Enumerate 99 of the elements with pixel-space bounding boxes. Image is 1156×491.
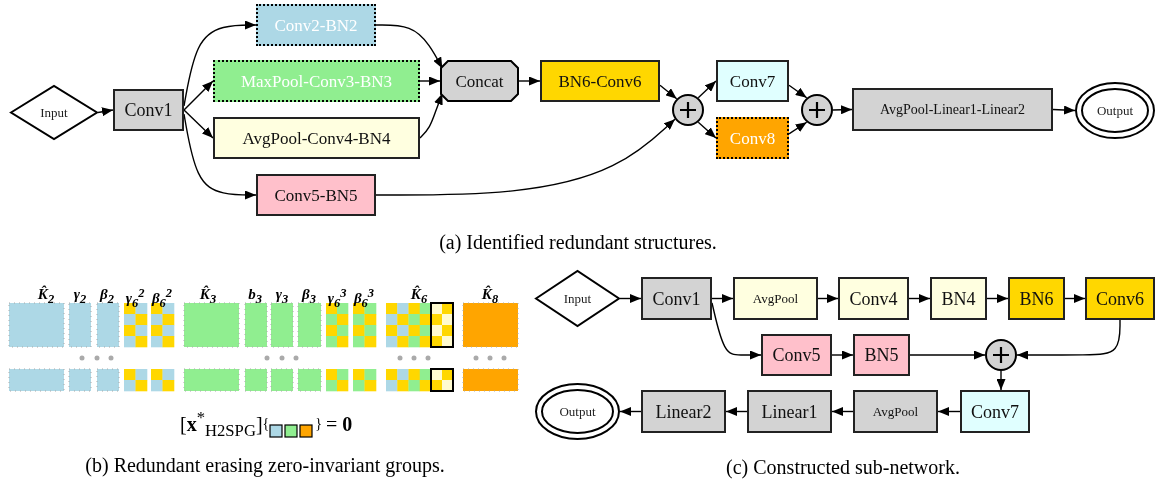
node-label: BN6 xyxy=(1019,289,1054,308)
layer-box xyxy=(213,117,420,159)
node-label: Conv2-BN2 xyxy=(274,16,358,34)
arrow xyxy=(1064,294,1086,303)
formula: = 0 xyxy=(326,412,353,436)
node-label: BN5 xyxy=(864,346,899,364)
layer-box xyxy=(1085,277,1155,320)
math-symbol: K̂$_{6}$ xyxy=(410,287,428,306)
arrow xyxy=(375,118,676,196)
layer-box xyxy=(930,277,987,320)
layer-box xyxy=(213,60,420,102)
layer-box xyxy=(113,89,184,131)
layer-box xyxy=(716,60,789,102)
math-symbol: K̂$_{8}$ xyxy=(481,287,499,306)
node-label: AvgPool xyxy=(872,405,919,418)
arrow xyxy=(908,294,931,303)
node-label: Output xyxy=(559,405,596,418)
arrow xyxy=(97,107,114,117)
output-ellipse xyxy=(535,383,620,440)
arrow xyxy=(697,121,717,139)
arrow xyxy=(697,80,717,99)
input-diamond xyxy=(10,85,98,140)
node-label: AvgPool-Linear1-Linear2 xyxy=(879,102,1026,117)
arrow xyxy=(619,294,642,303)
node-label: Conv8 xyxy=(729,129,776,147)
layer-box xyxy=(256,4,376,46)
node-label: AvgPool xyxy=(752,292,799,305)
arrow xyxy=(788,121,808,135)
layer-box xyxy=(852,88,1053,131)
layer-box xyxy=(761,334,832,376)
node-label: Input xyxy=(40,106,68,119)
node-label: Linear1 xyxy=(761,402,818,421)
node-label: BN4 xyxy=(941,289,976,308)
arrow xyxy=(937,407,961,416)
node-label: Conv7 xyxy=(971,402,1019,421)
node-label: Conv4 xyxy=(849,289,898,308)
arrow xyxy=(817,294,839,303)
add-circle xyxy=(801,94,833,126)
brace: { xyxy=(262,416,270,433)
math-symbol: γ$_{2}$ xyxy=(73,287,87,306)
math-symbol: β$_{3}$ xyxy=(302,287,316,306)
node-label: Input xyxy=(563,292,592,305)
arrow xyxy=(659,84,678,100)
output-ellipse xyxy=(1075,82,1155,139)
node-label: Conv1 xyxy=(652,289,701,308)
arrow xyxy=(375,24,444,70)
layer-box xyxy=(838,277,909,320)
add-circle xyxy=(672,94,704,126)
layer-box xyxy=(641,277,712,320)
node-label: Conv6 xyxy=(1096,289,1144,308)
arrow xyxy=(996,370,1006,391)
caption: (a) Identified redundant structures. xyxy=(439,232,717,252)
brace: } xyxy=(315,416,323,433)
layer-box xyxy=(853,390,938,433)
arrow xyxy=(725,407,748,416)
node-label: BN6-Conv6 xyxy=(558,72,642,90)
math-symbol: b$_{3}$ xyxy=(248,287,262,306)
caption: (c) Constructed sub-network. xyxy=(726,457,960,477)
layer-box xyxy=(1008,277,1065,320)
formula: [x$^{*}$$_{H2SPG}$] xyxy=(180,408,263,441)
node-label: Linear2 xyxy=(655,402,712,421)
layer-box xyxy=(747,390,832,433)
node-label: Conv7 xyxy=(729,72,776,90)
arrow xyxy=(419,76,441,86)
layer-box xyxy=(641,390,726,433)
arrow xyxy=(183,80,214,111)
arrow xyxy=(831,407,854,416)
node-label: Concat xyxy=(455,72,504,90)
layer-box xyxy=(960,390,1030,433)
concat-octagon xyxy=(440,60,519,102)
input-diamond xyxy=(535,270,620,327)
layer-box xyxy=(540,60,660,102)
arrow xyxy=(619,407,642,416)
add-circle xyxy=(985,339,1017,371)
layer-box xyxy=(256,174,376,216)
arrow xyxy=(183,109,214,139)
math-symbol: γ$_{3}$ xyxy=(275,287,289,306)
arrow xyxy=(1016,319,1121,360)
math-symbol: K̂$_{2}$ xyxy=(37,287,55,306)
arrow xyxy=(832,105,853,115)
arrow xyxy=(1052,105,1076,115)
arrow xyxy=(518,76,541,86)
arrow xyxy=(831,350,854,360)
node-label: Conv5-BN5 xyxy=(274,186,358,204)
node-label: Output xyxy=(1096,104,1134,117)
layer-box xyxy=(853,334,910,376)
node-label: AvgPool-Conv4-BN4 xyxy=(242,129,391,147)
layer-box xyxy=(716,117,789,159)
node-label: Conv1 xyxy=(124,101,173,119)
arrow xyxy=(909,350,986,360)
node-label: MaxPool-Conv3-BN3 xyxy=(240,72,393,90)
arrow xyxy=(711,294,734,303)
node-label: Conv5 xyxy=(772,346,821,364)
caption: (b) Redundant erasing zero-invariant groups. xyxy=(85,455,445,475)
math-symbol: β$_{2}$ xyxy=(100,287,114,306)
layer-box xyxy=(733,277,818,320)
arrow xyxy=(986,294,1009,303)
math-symbol: K̂$_{3}$ xyxy=(199,287,217,306)
arrow xyxy=(788,84,808,99)
